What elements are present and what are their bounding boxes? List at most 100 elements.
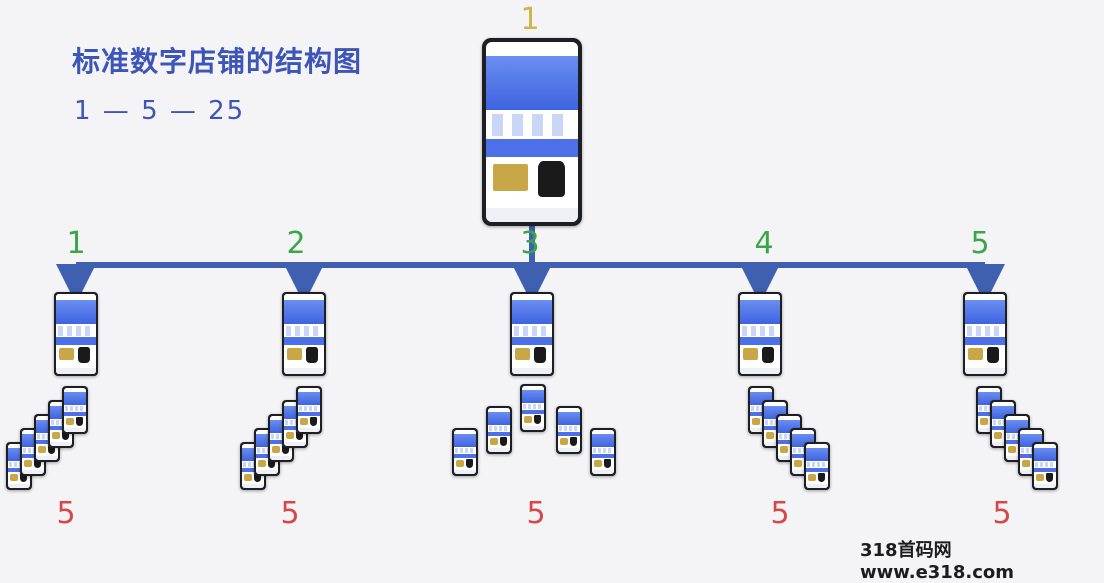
phone-screen	[298, 388, 320, 432]
screen-shirt	[268, 459, 275, 468]
screen-shirt	[62, 431, 69, 440]
screen-top	[778, 416, 800, 420]
screen-gold	[489, 437, 499, 445]
phone-screen	[284, 294, 324, 374]
screen-nav	[764, 442, 786, 446]
screen-shirt	[466, 459, 473, 468]
screen-nav	[592, 470, 614, 474]
screen-top	[764, 402, 786, 406]
screen-shirt	[500, 437, 507, 446]
watermark: 318首码网 www.e318.com	[860, 540, 1014, 583]
screen-nav	[50, 442, 72, 446]
screen-top	[1020, 430, 1042, 434]
screen-gold	[285, 431, 295, 439]
count-number-1: 5	[56, 496, 76, 531]
screen-strip	[1006, 439, 1028, 445]
screen-icons	[979, 405, 999, 411]
diagram-subtitle: 1 — 5 — 25	[74, 96, 246, 126]
screen-shirt	[34, 459, 41, 468]
leaf-phone-c-2	[486, 406, 512, 454]
screen-icons	[243, 461, 263, 467]
screen-strip	[522, 409, 544, 415]
screen-strip	[454, 453, 476, 459]
screen-banner	[488, 411, 510, 425]
screen-shirt	[570, 437, 577, 446]
screen-icons	[751, 405, 771, 411]
screen-top	[512, 294, 552, 301]
screen-shirt	[296, 431, 303, 440]
screen-icons	[23, 447, 43, 453]
screen-icons	[742, 326, 778, 336]
screen-nav	[36, 456, 58, 460]
screen-top	[740, 294, 780, 301]
screen-top	[965, 294, 1005, 301]
screen-gold	[559, 437, 569, 445]
screen-gold	[1021, 459, 1031, 467]
screen-nav	[486, 207, 578, 222]
screen-shirt	[76, 417, 83, 426]
screen-banner	[965, 300, 1005, 325]
screen-icons	[807, 461, 827, 467]
screen-strip	[284, 425, 306, 431]
branch-phone-5	[963, 292, 1007, 376]
screen-gold	[593, 459, 603, 467]
screen-icons	[37, 433, 57, 439]
screen-gold	[515, 348, 531, 361]
screen-icons	[285, 419, 305, 425]
screen-shirt	[306, 346, 319, 363]
screen-icons	[9, 461, 29, 467]
screen-nav	[284, 442, 306, 446]
screen-strip	[792, 453, 814, 459]
screen-banner	[64, 391, 86, 405]
screen-nav	[488, 448, 510, 452]
screen-gold	[37, 445, 47, 453]
screen-nav	[64, 428, 86, 432]
screen-top	[1006, 416, 1028, 420]
leaf-phone-b-5	[296, 386, 322, 434]
screen-strip	[592, 453, 614, 459]
screen-gold	[968, 348, 984, 361]
phone-screen	[488, 408, 510, 452]
screen-gold	[751, 417, 761, 425]
leaf-phone-c-1	[452, 428, 478, 476]
screen-top	[36, 416, 58, 420]
screen-strip	[36, 439, 58, 445]
screen-gold	[493, 164, 529, 192]
screen-banner	[558, 411, 580, 425]
screen-gold	[779, 445, 789, 453]
screen-banner	[740, 300, 780, 325]
screen-nav	[965, 367, 1005, 374]
phone-screen	[806, 444, 828, 488]
screen-strip	[284, 337, 324, 346]
screen-strip	[806, 467, 828, 473]
screen-icons	[1021, 447, 1041, 453]
leaf-phone-c-3	[520, 384, 546, 432]
screen-strip	[764, 425, 786, 431]
branch-phone-2	[282, 292, 326, 376]
screen-gold	[51, 431, 61, 439]
screen-top	[488, 408, 510, 412]
screen-banner	[512, 300, 552, 325]
screen-strip	[992, 425, 1014, 431]
screen-icons	[491, 114, 573, 136]
branch-phone-3	[510, 292, 554, 376]
screen-icons	[793, 447, 813, 453]
leaf-phone-e-5	[1032, 442, 1058, 490]
screen-shirt	[534, 415, 541, 424]
screen-top	[522, 386, 544, 390]
screen-strip	[978, 411, 1000, 417]
screen-strip	[8, 467, 30, 473]
screen-shirt	[537, 160, 566, 197]
phone-screen	[56, 294, 96, 374]
top-phone	[482, 38, 582, 226]
screen-icons	[593, 447, 613, 453]
screen-gold	[1007, 445, 1017, 453]
phone-screen	[558, 408, 580, 452]
screen-nav	[256, 470, 278, 474]
screen-icons	[993, 419, 1013, 425]
branch-phone-4	[738, 292, 782, 376]
screen-gold	[807, 473, 817, 481]
screen-top	[992, 402, 1014, 406]
screen-top	[284, 294, 324, 301]
screen-shirt	[282, 445, 289, 454]
